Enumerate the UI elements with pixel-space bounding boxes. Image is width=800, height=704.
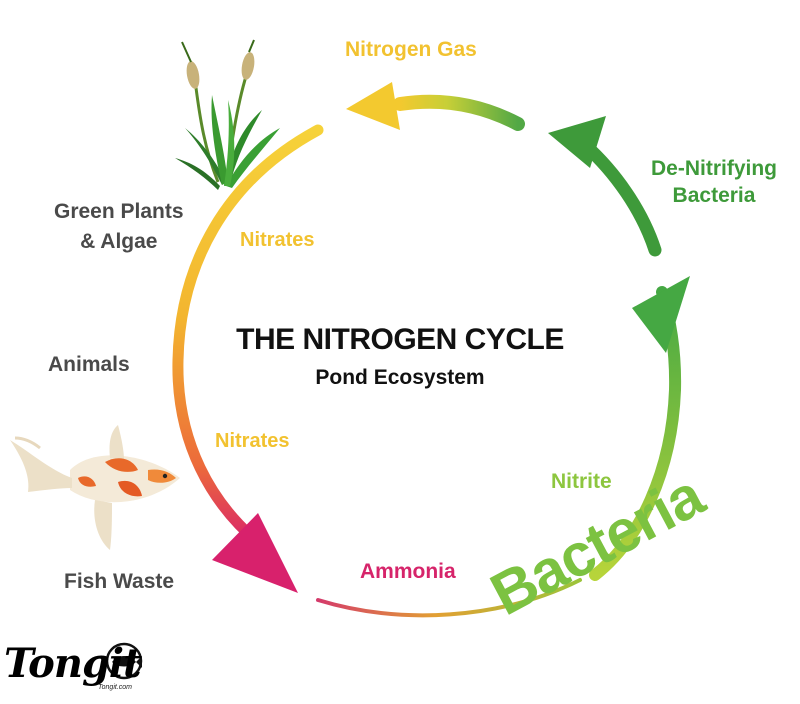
nitrite-arrowhead	[632, 276, 690, 353]
green-plants-line2: & Algae	[80, 230, 158, 253]
ammonia-label: Ammonia	[360, 560, 456, 583]
diagram-subtitle: Pond Ecosystem	[315, 366, 485, 389]
watermark-logo-sub: Tongit.com	[98, 684, 132, 691]
koi-fish-icon	[10, 425, 180, 550]
diagram-title: THE NITROGEN CYCLE	[236, 323, 564, 356]
denitrifying-arrowhead	[548, 116, 606, 168]
cattail-plant-icon	[175, 39, 280, 190]
denitrifying-arc	[578, 138, 662, 257]
denitrifying-bacteria-label: De-Nitrifying Bacteria	[651, 155, 777, 209]
animals-label: Animals	[48, 353, 130, 376]
nitrates-bottom-label: Nitrates	[215, 430, 290, 452]
denitrifying-line2: Bacteria	[672, 184, 756, 207]
nitrogen-gas-label: Nitrogen Gas	[345, 38, 477, 61]
nitrogen-gas-arc	[393, 94, 525, 131]
ammonia-arrowhead	[212, 513, 298, 593]
green-plants-label: Green Plants & Algae	[54, 197, 184, 257]
fish-waste-label: Fish Waste	[64, 570, 175, 593]
nitrogen-gas-arrowhead	[346, 82, 400, 130]
green-plants-line1: Green Plants	[54, 200, 184, 223]
nitrite-label: Nitrite	[551, 470, 612, 493]
nitrates-top-label: Nitrates	[240, 229, 315, 251]
nitrates-arc	[172, 124, 324, 554]
watermark-logo-text: Tongit	[4, 640, 142, 687]
ammonia-arc	[316, 578, 582, 618]
denitrifying-line1: De-Nitrifying	[651, 157, 777, 180]
fish-logo-icon	[105, 642, 143, 680]
